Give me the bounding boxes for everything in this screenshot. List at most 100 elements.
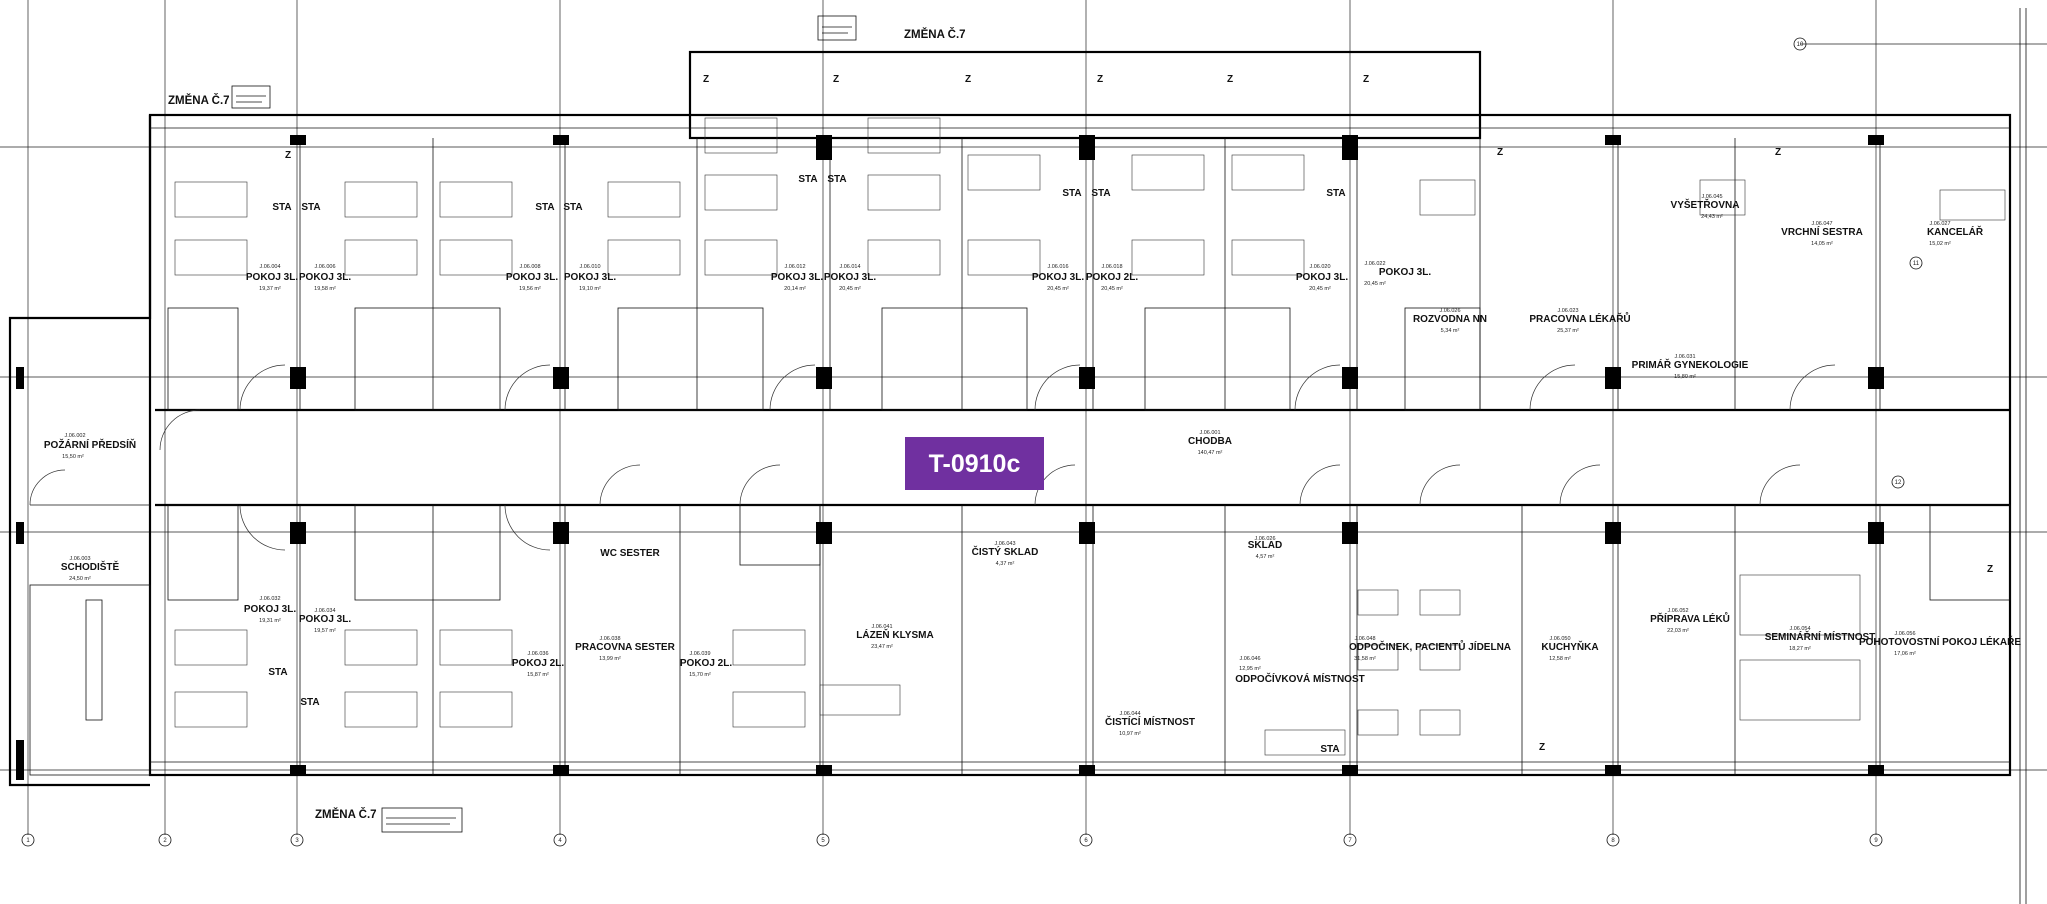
svg-text:J.06.016: J.06.016 xyxy=(1047,264,1068,270)
svg-text:WC SESTER: WC SESTER xyxy=(600,548,660,559)
svg-text:J.06.026: J.06.026 xyxy=(1254,536,1275,542)
svg-text:J.06.032: J.06.032 xyxy=(259,596,280,602)
svg-text:VRCHNÍ SESTRA: VRCHNÍ SESTRA xyxy=(1781,225,1863,238)
svg-text:POKOJ 2L.: POKOJ 2L. xyxy=(512,658,564,669)
svg-text:POKOJ 3L.: POKOJ 3L. xyxy=(771,272,823,283)
svg-text:15,70 m²: 15,70 m² xyxy=(689,672,711,678)
svg-text:J.06.045: J.06.045 xyxy=(1701,194,1722,200)
svg-text:J.06.012: J.06.012 xyxy=(784,264,805,270)
svg-text:J.06.036: J.06.036 xyxy=(527,651,548,657)
svg-text:POKOJ 3L.: POKOJ 3L. xyxy=(564,272,616,283)
svg-text:ODPOČINEK, PACIENTŮ JÍDELNA: ODPOČINEK, PACIENTŮ JÍDELNA xyxy=(1349,639,1511,653)
svg-text:5,34 m²: 5,34 m² xyxy=(1441,328,1460,334)
svg-text:J.06.048: J.06.048 xyxy=(1354,636,1375,642)
svg-text:STA: STA xyxy=(1326,188,1345,199)
svg-text:J.06.054: J.06.054 xyxy=(1789,626,1810,632)
svg-text:J.06.001: J.06.001 xyxy=(1199,430,1220,436)
svg-text:J.06.008: J.06.008 xyxy=(519,264,540,270)
svg-text:12,95 m²: 12,95 m² xyxy=(1239,666,1261,672)
columns xyxy=(16,135,1884,780)
svg-text:22,03 m²: 22,03 m² xyxy=(1667,628,1689,634)
svg-text:20,45 m²: 20,45 m² xyxy=(1101,286,1123,292)
doors xyxy=(29,364,1836,551)
svg-text:20,14 m²: 20,14 m² xyxy=(784,286,806,292)
svg-text:POKOJ 3L.: POKOJ 3L. xyxy=(1379,267,1431,278)
svg-text:STA: STA xyxy=(1320,744,1339,755)
svg-text:PRACOVNA SESTER: PRACOVNA SESTER xyxy=(575,642,675,653)
svg-text:POKOJ 3L.: POKOJ 3L. xyxy=(246,272,298,283)
svg-text:Z: Z xyxy=(1775,147,1781,158)
svg-text:STA: STA xyxy=(1091,188,1110,199)
svg-text:15,50 m²: 15,50 m² xyxy=(62,454,84,460)
svg-text:20,45 m²: 20,45 m² xyxy=(1047,286,1069,292)
svg-text:ZMĚNA Č.7: ZMĚNA Č.7 xyxy=(168,94,230,107)
svg-text:CHODBA: CHODBA xyxy=(1188,436,1232,447)
svg-text:POKOJ 3L.: POKOJ 3L. xyxy=(299,614,351,625)
svg-text:ČISTÝ SKLAD: ČISTÝ SKLAD xyxy=(972,545,1039,558)
svg-text:VYŠETŘOVNA: VYŠETŘOVNA xyxy=(1671,198,1740,211)
svg-text:Z: Z xyxy=(965,74,971,85)
svg-text:STA: STA xyxy=(535,202,554,213)
svg-text:J.06.002: J.06.002 xyxy=(64,433,85,439)
svg-text:POŽÁRNÍ PŘEDSÍŇ: POŽÁRNÍ PŘEDSÍŇ xyxy=(44,438,136,451)
room-tag-badge: T-0910c xyxy=(905,437,1044,490)
svg-text:Z: Z xyxy=(1227,74,1233,85)
svg-text:15,87 m²: 15,87 m² xyxy=(527,672,549,678)
svg-text:POKOJ 3L.: POKOJ 3L. xyxy=(506,272,558,283)
svg-text:POKOJ 3L.: POKOJ 3L. xyxy=(244,604,296,615)
svg-text:11: 11 xyxy=(1913,261,1920,267)
svg-text:Z: Z xyxy=(1363,74,1369,85)
svg-text:J.06.023: J.06.023 xyxy=(1557,308,1578,314)
svg-text:POKOJ 2L.: POKOJ 2L. xyxy=(1086,272,1138,283)
partitions xyxy=(29,138,2011,776)
svg-text:J.06.020: J.06.020 xyxy=(1309,264,1330,270)
svg-text:10: 10 xyxy=(1797,42,1804,48)
svg-text:20,45 m²: 20,45 m² xyxy=(839,286,861,292)
svg-text:POKOJ 3L.: POKOJ 3L. xyxy=(824,272,876,283)
svg-text:SEMINÁŘNÍ MÍSTNOST: SEMINÁŘNÍ MÍSTNOST xyxy=(1765,630,1876,643)
svg-text:20,45 m²: 20,45 m² xyxy=(1309,286,1331,292)
svg-text:Z: Z xyxy=(1497,147,1503,158)
svg-text:SCHODIŠTĚ: SCHODIŠTĚ xyxy=(61,560,120,573)
svg-text:9: 9 xyxy=(1874,838,1878,844)
svg-text:Z: Z xyxy=(833,74,839,85)
svg-text:STA: STA xyxy=(1062,188,1081,199)
svg-text:J.06.014: J.06.014 xyxy=(839,264,860,270)
change-notes: ZMĚNA Č.7 ZMĚNA Č.7 ZMĚNA Č.7 xyxy=(168,15,966,833)
svg-text:5: 5 xyxy=(821,838,825,844)
svg-text:23,47 m²: 23,47 m² xyxy=(871,644,893,650)
svg-text:KUCHYŇKA: KUCHYŇKA xyxy=(1541,640,1598,653)
svg-text:STA: STA xyxy=(301,202,320,213)
svg-text:J.06.052: J.06.052 xyxy=(1667,608,1688,614)
svg-text:STA: STA xyxy=(798,174,817,185)
svg-text:Z: Z xyxy=(1987,564,1993,575)
svg-text:J.06.043: J.06.043 xyxy=(994,541,1015,547)
svg-text:STA: STA xyxy=(268,667,287,678)
svg-text:J.06.003: J.06.003 xyxy=(69,556,90,562)
svg-text:J.06.022: J.06.022 xyxy=(1364,261,1385,267)
svg-text:J.06.031: J.06.031 xyxy=(1674,354,1695,360)
